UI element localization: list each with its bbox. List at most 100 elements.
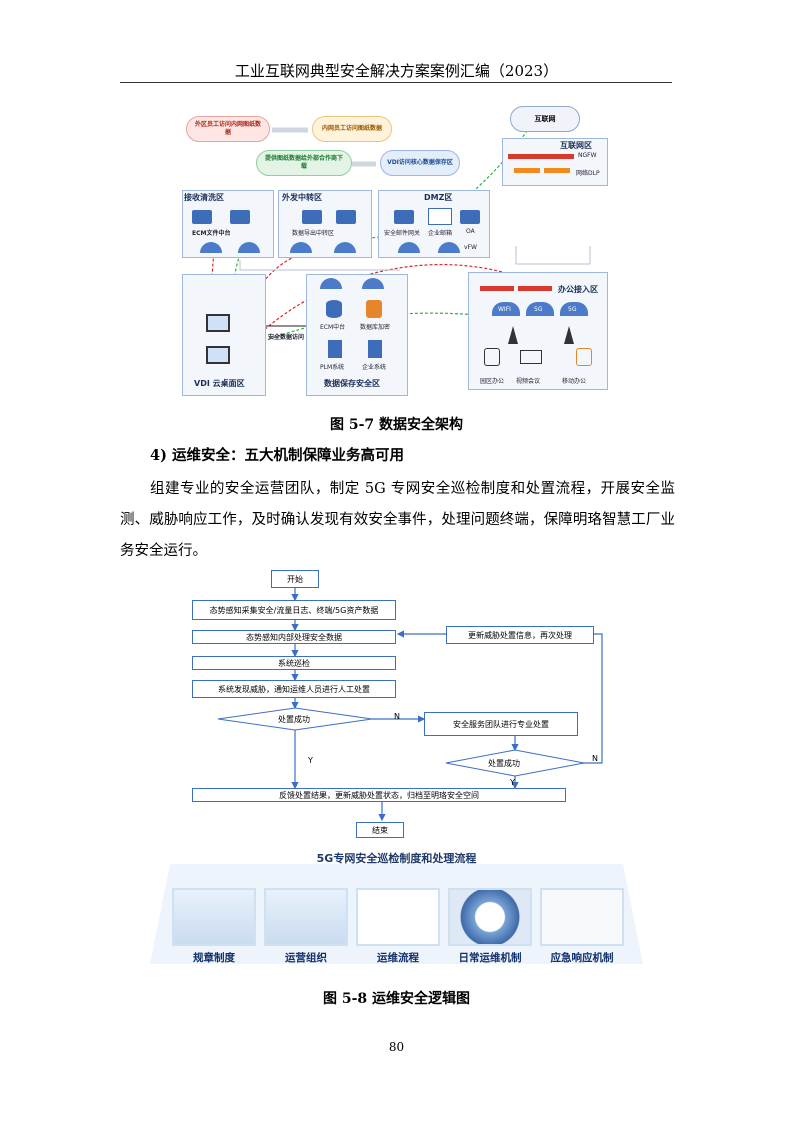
figure-5-7-caption: 图 5-7 数据安全架构 xyxy=(329,417,464,433)
5g-core-icon xyxy=(560,302,588,316)
dlp-device-icon xyxy=(544,168,570,173)
antenna-icon xyxy=(564,326,574,344)
export-zone-label: 数据导出中转区 xyxy=(292,230,335,237)
dlp-device-icon xyxy=(514,168,540,173)
flow-step-update: 更新威胁处置信息，再次处理 xyxy=(446,626,594,644)
enterprise-mail-label: 企业邮箱 xyxy=(428,230,453,237)
5g-label: 5G xyxy=(568,306,577,313)
flow-label-n2: N xyxy=(592,754,598,763)
data-security-architecture-figure: 外区员工访问内网图纸数据 内网员工访问图纸数据 提供图纸数据给外部合作商下载 V… xyxy=(180,104,612,400)
db-encrypt-label: 数据库加密 xyxy=(360,324,391,331)
switch-icon xyxy=(334,242,356,253)
secure-access-label: 安全数据访问 xyxy=(268,334,305,341)
switch-icon xyxy=(200,242,222,253)
flow-decision-2: 处置成功 xyxy=(488,759,520,768)
dmz-zone-title: DMZ区 xyxy=(424,193,453,202)
dmz-zone xyxy=(378,190,490,258)
rules-thumbnail xyxy=(172,888,256,946)
antenna-icon xyxy=(508,326,518,344)
ecm-label: ECM中台 xyxy=(320,324,346,331)
video-label: 视频会议 xyxy=(516,378,541,385)
server-icon xyxy=(336,210,356,224)
plm-server-icon xyxy=(328,340,342,358)
ecm-file-label: ECM文件中台 xyxy=(192,230,231,237)
flow-step-process: 态势感知内部处理安全数据 xyxy=(192,630,396,644)
ngfw-label: NGFW xyxy=(578,152,597,159)
flow-start: 开始 xyxy=(271,570,319,588)
strip-label-emergency: 应急响应机制 xyxy=(550,952,614,964)
page-number: 80 xyxy=(388,1040,405,1054)
figure-5-8-caption: 图 5-8 运维安全逻辑图 xyxy=(322,991,471,1007)
strip-label-daily: 日常运维机制 xyxy=(458,952,522,964)
database-icon xyxy=(326,300,342,318)
mail-gateway-icon xyxy=(394,210,414,224)
server-icon xyxy=(230,210,250,224)
section-title: 4) 运维安全：五大机制保障业务高可用 xyxy=(150,447,404,464)
section-paragraph: 组建专业的安全运营团队，制定 5G 专网安全巡检制度和处置流程，开展安全监测、威… xyxy=(120,481,675,559)
wifi-label: WIFI xyxy=(498,306,511,313)
flow-label-y1: Y xyxy=(308,756,313,765)
strip-label-organization: 运营组织 xyxy=(285,952,327,964)
vdi-zone-title: VDI 云桌面区 xyxy=(194,379,245,388)
mobile-label: 移动办公 xyxy=(562,378,587,385)
firewall-icon xyxy=(518,286,552,291)
vfw-label: vFW xyxy=(464,244,477,251)
flow-label-n1: N xyxy=(394,712,400,721)
flow-decision-1: 处置成功 xyxy=(278,715,310,724)
flow-pill-internal-access: 内网员工访问图纸数据 xyxy=(312,116,392,142)
switch-icon xyxy=(290,242,312,253)
strip-label-process: 运维流程 xyxy=(377,952,419,964)
data-save-zone xyxy=(306,274,408,396)
office-zone xyxy=(468,272,608,390)
vdi-zone xyxy=(182,274,266,396)
strip-label-rules: 规章制度 xyxy=(193,952,235,964)
flowchart-connectors xyxy=(217,588,603,822)
strip-title: 5G专网安全巡检制度和处理流程 xyxy=(316,852,477,865)
process-thumbnail xyxy=(356,888,440,946)
internet-cloud: 互联网 xyxy=(510,106,580,132)
flow-pill-external-access: 外区员工访问内网图纸数据 xyxy=(186,116,270,142)
switch-icon xyxy=(238,242,260,253)
desktop-icon xyxy=(206,314,230,332)
flow-step-expert: 安全服务团队进行专业处置 xyxy=(424,712,578,736)
flow-step-collect: 态势感知采集安全/流量日志、终端/5G资产数据 xyxy=(192,600,396,620)
flow-step-inspect: 系统巡检 xyxy=(192,656,396,670)
firewall-icon xyxy=(508,154,542,159)
enterprise-system-label: 企业系统 xyxy=(362,364,387,371)
lock-icon xyxy=(366,300,382,318)
worker-icon xyxy=(484,348,500,366)
flow-pill-vdi-access: VDI访问核心数据保存区 xyxy=(380,150,460,176)
internet-zone xyxy=(502,138,608,186)
data-save-zone-title: 数据保存安全区 xyxy=(324,379,380,388)
receive-zone-title: 接收清洗区 xyxy=(184,193,224,202)
wifi-controller-icon xyxy=(492,302,520,316)
mobile-user-icon xyxy=(576,348,592,366)
flow-label-y2: Y xyxy=(510,778,515,787)
switch-icon xyxy=(362,278,384,289)
office-zone-title: 办公接入区 xyxy=(558,285,598,294)
5g-label: 5G xyxy=(534,306,543,313)
organization-thumbnail xyxy=(264,888,348,946)
switch-icon xyxy=(398,242,420,253)
switch-icon xyxy=(438,242,460,253)
firewall-icon xyxy=(540,154,574,159)
receive-zone xyxy=(182,190,274,258)
mail-gateway-label: 安全邮件网关 xyxy=(384,230,421,237)
enterprise-server-icon xyxy=(368,340,382,358)
video-conference-icon xyxy=(520,350,542,364)
internet-zone-title: 互联网区 xyxy=(560,141,592,150)
mail-icon xyxy=(428,208,452,225)
flow-end: 结束 xyxy=(356,822,404,838)
transfer-zone-title: 外发中转区 xyxy=(282,193,322,202)
server-icon xyxy=(192,210,212,224)
server-icon xyxy=(302,210,322,224)
oa-label: OA xyxy=(466,228,475,235)
5g-core-icon xyxy=(526,302,554,316)
header-divider xyxy=(120,82,672,83)
daily-ops-thumbnail xyxy=(448,888,532,946)
flow-step-feedback: 反馈处置结果，更新威胁处置状态，归档至明珞安全空间 xyxy=(192,788,566,802)
firewall-icon xyxy=(480,286,514,291)
dlp-label: 网络DLP xyxy=(576,170,600,177)
flow-pill-partner-download: 提供图纸数据给外部合作商下载 xyxy=(256,150,352,176)
flow-step-notify: 系统发现威胁，通知运维人员进行人工处置 xyxy=(192,680,396,698)
